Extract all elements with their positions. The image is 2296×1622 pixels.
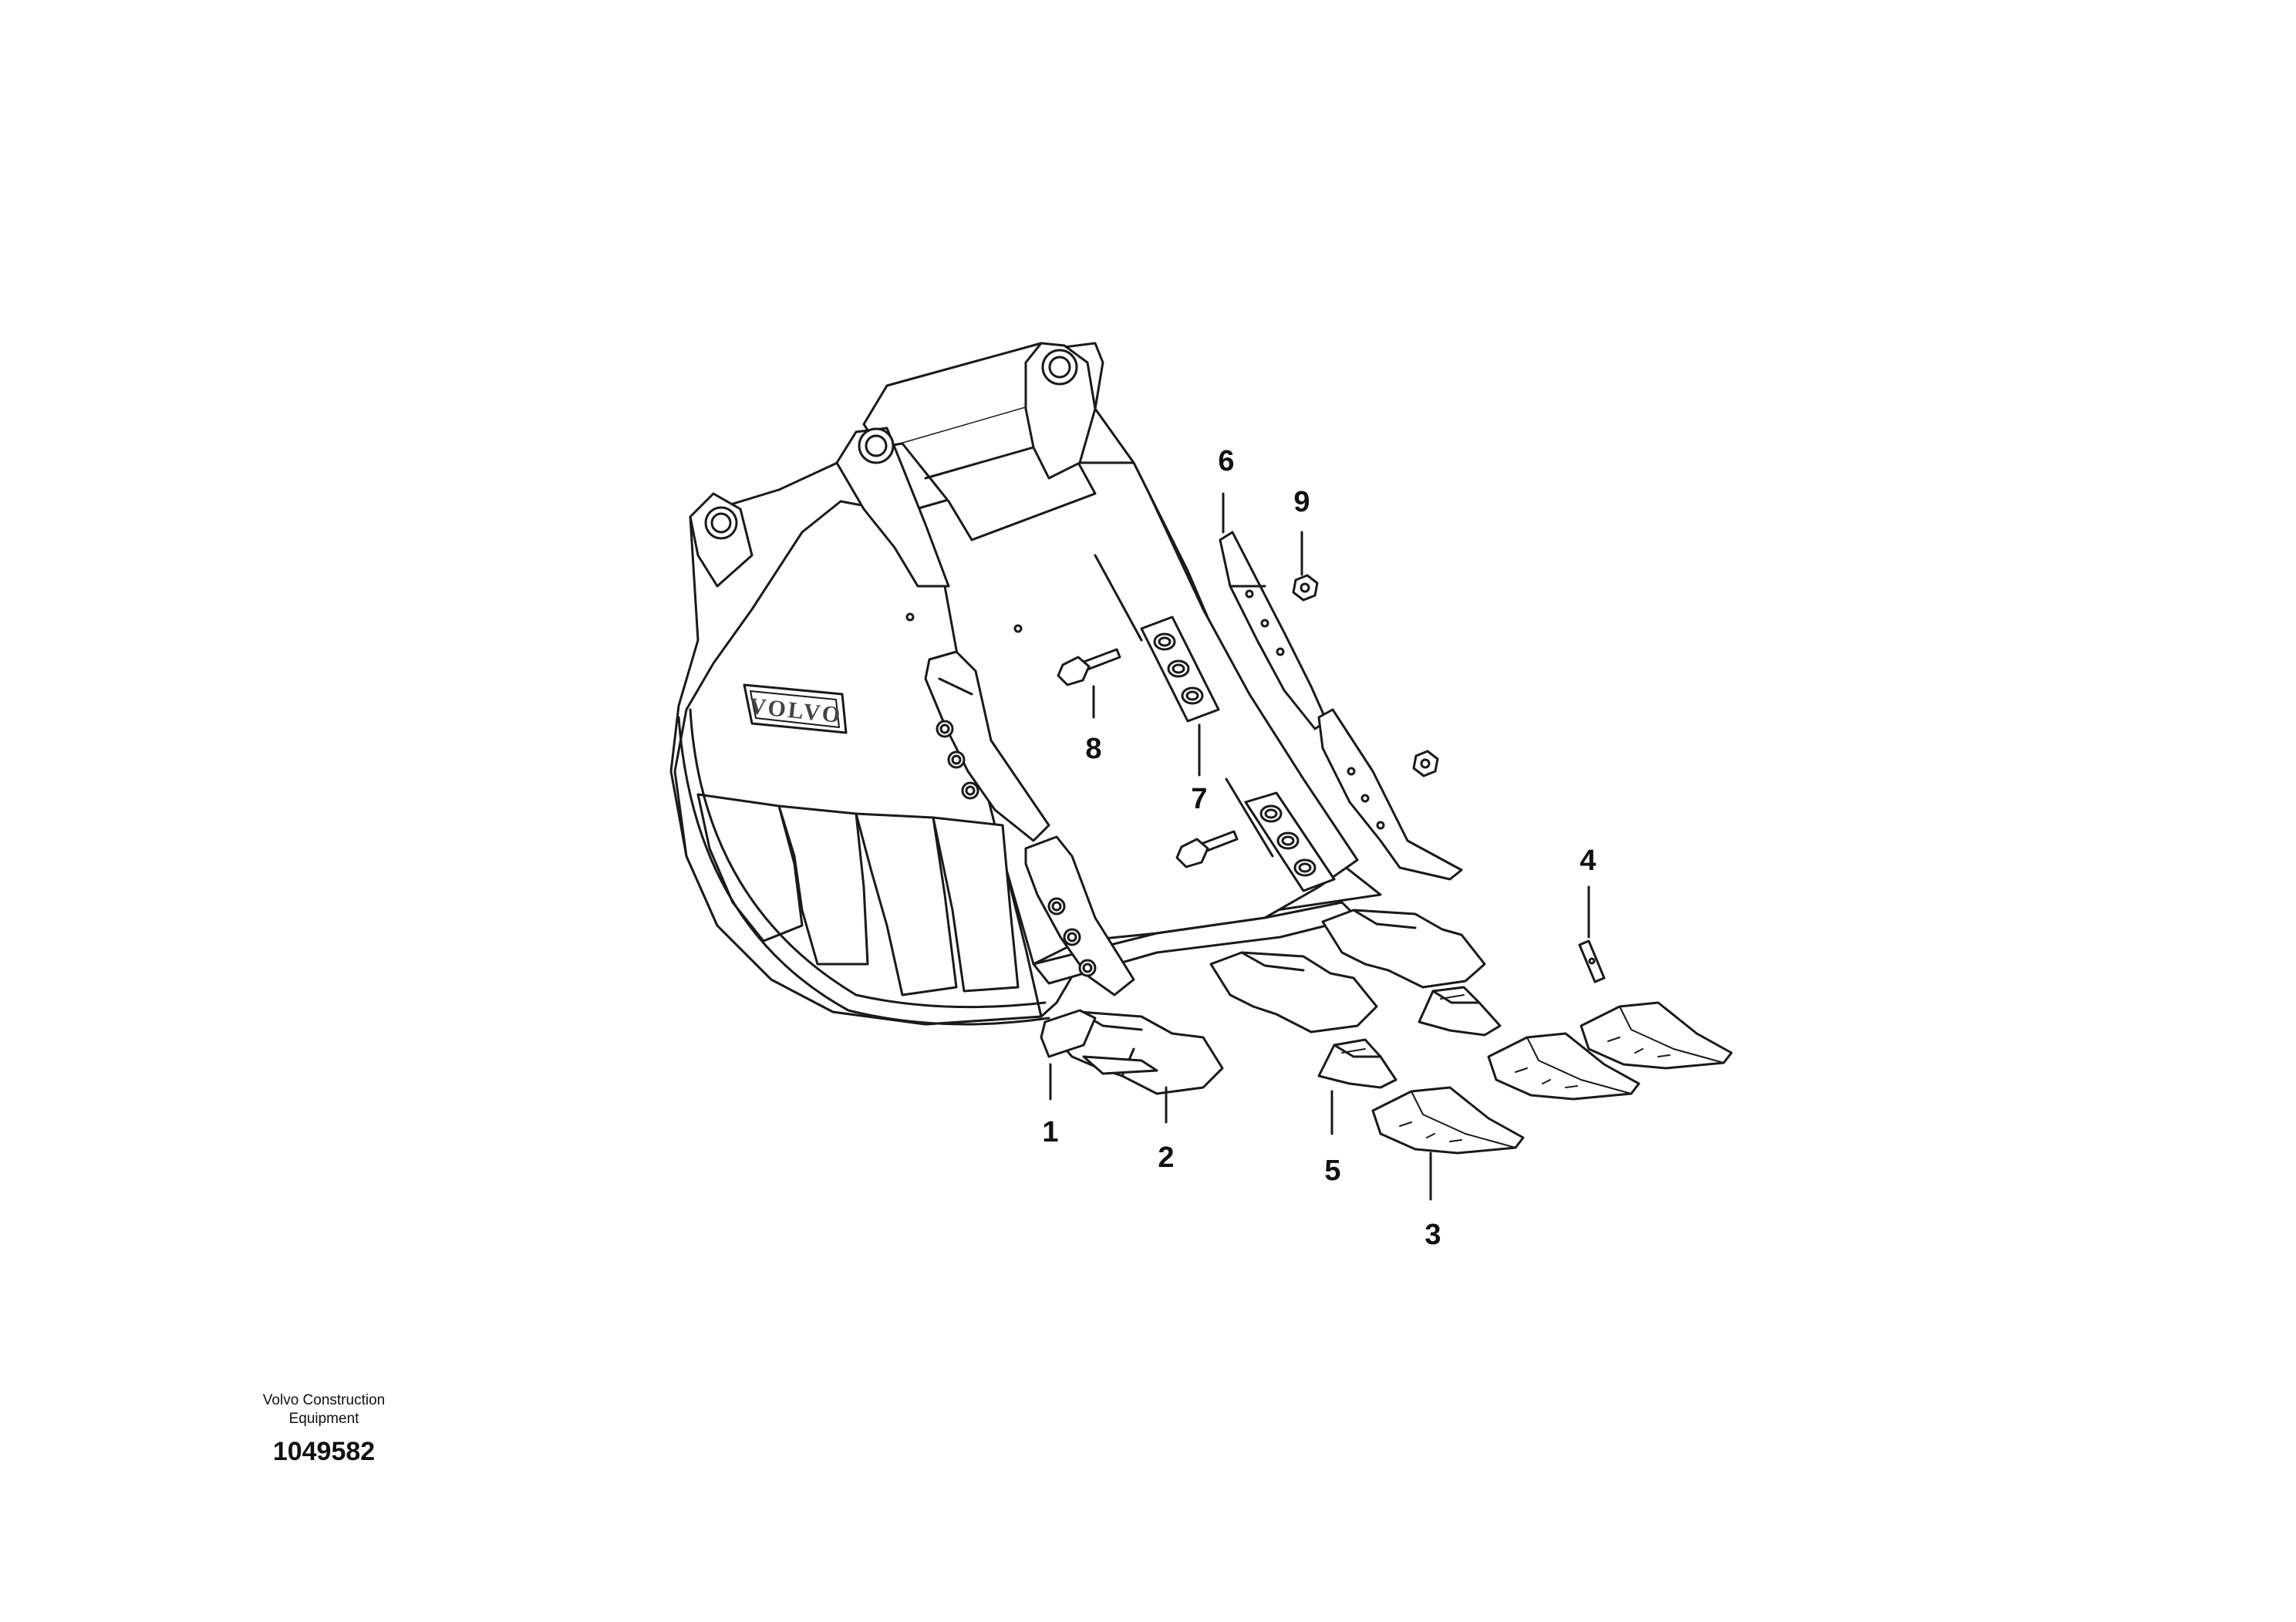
bolt-lower — [1175, 830, 1239, 868]
bucket-tooth-1 — [1371, 1086, 1525, 1155]
tooth-adapter-3 — [1321, 909, 1486, 989]
callout-1: 1 — [1042, 1116, 1058, 1148]
leader-lines — [1049, 492, 1590, 1201]
nut-upper — [1292, 574, 1319, 602]
callout-2: 2 — [1158, 1141, 1174, 1174]
clamp-plate-lower — [1244, 791, 1336, 892]
callout-4: 4 — [1580, 845, 1596, 877]
side-cutter-right — [1219, 531, 1463, 881]
bolt-upper — [1057, 648, 1121, 686]
drawing-number: 1049582 — [273, 1437, 375, 1466]
bucket-tooth-2 — [1487, 1032, 1640, 1101]
side-cutter-left-lower — [1024, 835, 1135, 996]
bucket-tooth-3 — [1580, 1001, 1733, 1070]
callout-9: 9 — [1293, 486, 1310, 518]
callout-3: 3 — [1424, 1219, 1441, 1251]
callout-5: 5 — [1324, 1155, 1340, 1187]
callout-8: 8 — [1085, 733, 1101, 765]
side-cutter-left-upper — [924, 650, 1050, 842]
footer-company-line2: Equipment — [289, 1411, 360, 1427]
retaining-pin — [1578, 939, 1606, 983]
lock-retainer-2 — [1418, 986, 1502, 1037]
clamp-plate-upper — [1140, 615, 1220, 723]
volvo-logo-plate — [743, 683, 848, 734]
callout-6: 6 — [1218, 445, 1234, 477]
nut-lower — [1412, 750, 1439, 777]
footer-company-line1: Volvo Construction — [263, 1392, 385, 1408]
tooth-adapter-2 — [1209, 951, 1378, 1034]
callout-7: 7 — [1191, 783, 1207, 815]
edge-strip — [1040, 1009, 1158, 1075]
lock-retainer-1 — [1317, 1038, 1397, 1089]
